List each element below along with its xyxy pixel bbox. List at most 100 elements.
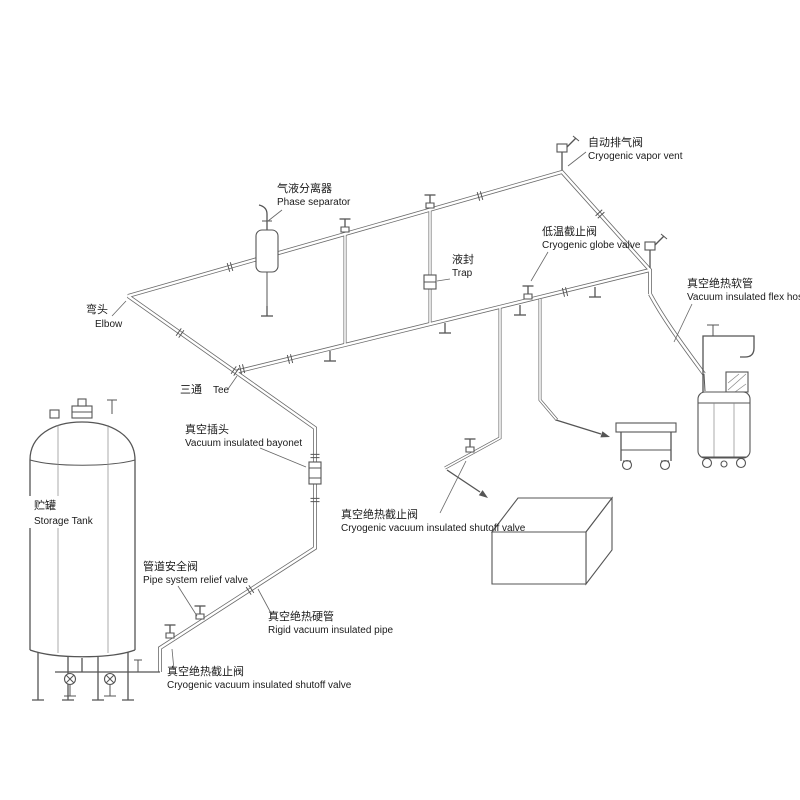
manifold-relief-stub bbox=[134, 659, 142, 672]
label-tee-en: Tee bbox=[213, 385, 230, 396]
label-shutoff-mid-zh: 真空绝热截止阀 bbox=[341, 507, 418, 521]
handwheel-cross bbox=[105, 674, 115, 684]
dewar-seams bbox=[713, 403, 735, 457]
leader-globe-valve bbox=[530, 251, 549, 282]
dewar-wheel-icon bbox=[701, 457, 713, 469]
cart-top bbox=[615, 422, 677, 433]
leader-vapor-vent bbox=[567, 151, 587, 167]
label-tee-zh: 三通 bbox=[180, 383, 202, 396]
lower-rail-pipe-inner bbox=[234, 268, 651, 374]
label-globe-valve-en: Cryogenic globe valve bbox=[542, 240, 641, 251]
leader-rigid-pipe bbox=[257, 588, 273, 616]
support-foot-icon bbox=[513, 304, 527, 316]
gantry-post bbox=[707, 324, 719, 336]
label-trap-en: Trap bbox=[452, 268, 473, 279]
tank-bottom bbox=[29, 649, 136, 658]
support-foot-icon bbox=[323, 350, 337, 362]
label-phase-separator-zh: 气液分离器 bbox=[277, 181, 332, 195]
label-vapor-vent-en: Cryogenic vapor vent bbox=[588, 151, 683, 162]
shutoff-valve-tank-icon bbox=[163, 624, 177, 639]
dewar-body bbox=[697, 391, 751, 459]
tank-dome-seam bbox=[29, 459, 136, 466]
leader-bayonet bbox=[259, 447, 307, 468]
tank-vent-stack bbox=[107, 399, 117, 414]
application-box bbox=[490, 496, 614, 586]
globe-valve-icon bbox=[521, 285, 535, 300]
arrowhead-icon bbox=[600, 431, 610, 438]
tank-shell bbox=[29, 460, 136, 650]
arrow-line-to-box bbox=[446, 469, 481, 493]
trap-device bbox=[423, 274, 437, 290]
dewar-dispense-hook bbox=[740, 347, 755, 358]
tank-top-cap bbox=[77, 398, 87, 407]
tank-seams bbox=[57, 425, 109, 653]
label-elbow-en: Elbow bbox=[95, 319, 123, 330]
tank-supply-pipe-inner bbox=[127, 295, 317, 672]
separator-vessel bbox=[255, 229, 279, 273]
label-relief-valve-en: Pipe system relief valve bbox=[143, 575, 248, 586]
label-flex-hose-en: Vacuum insulated flex hose bbox=[687, 292, 800, 303]
bayonet-sleeve bbox=[308, 461, 322, 485]
phase-separator bbox=[255, 204, 279, 306]
manifold-stubs bbox=[69, 684, 111, 696]
flow-arrows bbox=[446, 419, 610, 498]
leader-flex-hose bbox=[673, 303, 693, 343]
shutoff-branch-pipe bbox=[444, 308, 502, 470]
label-rigid-pipe-zh: 真空绝热硬管 bbox=[268, 609, 334, 623]
tank-manifold bbox=[55, 658, 160, 697]
valve-icon bbox=[423, 194, 437, 209]
dewar-caster-icon bbox=[720, 460, 728, 468]
bayonet-marks bbox=[309, 467, 321, 479]
bayonet-coupling bbox=[308, 461, 322, 485]
cart-branch-pipe-inner bbox=[539, 299, 558, 421]
valves-and-devices bbox=[163, 135, 668, 639]
leader-elbow bbox=[111, 300, 127, 317]
arrowhead-icon bbox=[478, 490, 488, 498]
handwheel-cross bbox=[65, 674, 75, 684]
dewar-gantry bbox=[702, 335, 755, 392]
storage-tank bbox=[29, 398, 160, 701]
leader-shutoff-mid bbox=[439, 460, 467, 514]
support-foot-icon bbox=[438, 322, 452, 334]
vapor-vent-icon bbox=[556, 135, 580, 171]
support-foot-icon bbox=[260, 305, 274, 317]
label-flex-hose-zh: 真空绝热软管 bbox=[687, 276, 753, 290]
cart-legs bbox=[620, 432, 672, 461]
leader-tee bbox=[227, 375, 238, 390]
tank-label-bg bbox=[29, 496, 103, 528]
cart-wheel-icon bbox=[621, 459, 633, 471]
label-bayonet-zh: 真空插头 bbox=[185, 422, 229, 436]
hose-tail bbox=[703, 373, 706, 392]
box-front-face bbox=[491, 531, 587, 585]
dewar-wheel-icon bbox=[735, 457, 747, 469]
cart-wheel-icon bbox=[659, 459, 671, 471]
label-storage-tank-en: Storage Tank bbox=[34, 516, 94, 527]
service-cart bbox=[615, 422, 677, 471]
tank-nozzle bbox=[49, 409, 60, 419]
label-shutoff-tank-en: Cryogenic vacuum insulated shutoff valve bbox=[167, 680, 352, 691]
valve-icon bbox=[338, 218, 352, 233]
label-rigid-pipe-en: Rigid vacuum insulated pipe bbox=[268, 625, 394, 636]
dewar-vessel bbox=[697, 324, 755, 469]
tank-dome bbox=[29, 421, 136, 461]
leader-phase-separator bbox=[267, 209, 283, 222]
shutoff-branch-pipe-inner bbox=[444, 308, 501, 469]
label-trap-zh: 液封 bbox=[452, 252, 474, 266]
vent-valve-icon bbox=[644, 233, 668, 269]
shutoff-valve-mid-icon bbox=[463, 438, 477, 453]
arrow-line-to-cart bbox=[555, 419, 602, 435]
label-bayonet-en: Vacuum insulated bayonet bbox=[185, 438, 302, 449]
relief-valve-icon bbox=[193, 605, 207, 620]
leader-lines bbox=[111, 151, 693, 671]
labels: 自动排气阀 Cryogenic vapor vent 气液分离器 Phase s… bbox=[29, 135, 800, 691]
panel-hatch bbox=[727, 373, 747, 393]
pipes-inner bbox=[127, 170, 705, 672]
flex-hose-pipe-inner bbox=[648, 293, 705, 375]
label-shutoff-mid-en: Cryogenic vacuum insulated shutoff valve bbox=[341, 523, 526, 534]
label-phase-separator-en: Phase separator bbox=[277, 197, 351, 208]
leader-shutoff-tank bbox=[171, 648, 175, 671]
label-globe-valve-zh: 低温截止阀 bbox=[542, 224, 597, 238]
label-vapor-vent-zh: 自动排气阀 bbox=[588, 135, 643, 149]
